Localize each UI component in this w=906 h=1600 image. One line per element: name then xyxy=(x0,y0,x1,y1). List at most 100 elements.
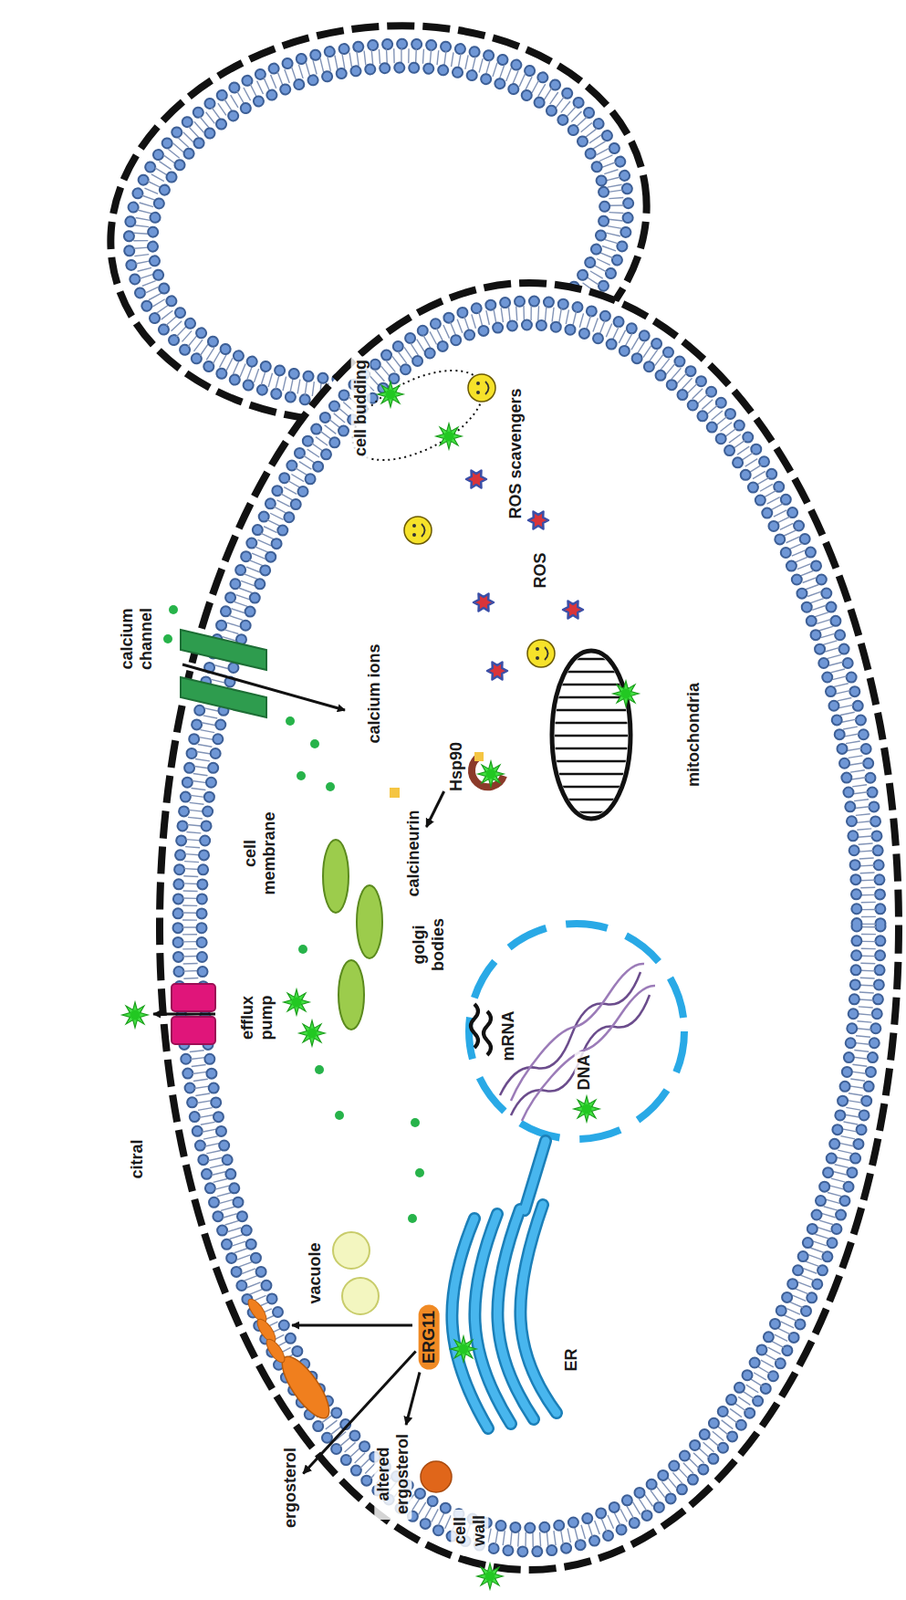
influx-arrow xyxy=(182,664,345,710)
efflux-pump xyxy=(171,983,216,1011)
dna-strands xyxy=(499,963,656,1121)
connector-arrow xyxy=(406,1372,420,1426)
ros-scavenger xyxy=(404,516,432,544)
calcium-ion xyxy=(325,781,335,792)
ros-blob xyxy=(466,469,487,488)
part-label: golgi bodies xyxy=(409,914,448,975)
calcium-ion xyxy=(310,739,320,749)
endoplasmic-reticulum xyxy=(451,1140,557,1428)
part-label: efflux pump xyxy=(238,989,276,1046)
membrane-heads xyxy=(177,301,881,1552)
citral-star xyxy=(573,1095,600,1122)
er-sheet xyxy=(451,1140,557,1428)
part-label: ER xyxy=(562,1344,582,1375)
protein-label-box: calcineurin xyxy=(404,806,424,900)
membrane-heads xyxy=(177,301,881,1552)
enzyme-box: ERG11 xyxy=(418,1304,440,1370)
citral-star xyxy=(613,680,639,707)
mrna-strand xyxy=(470,1003,479,1048)
golgi-body xyxy=(356,885,383,959)
vacuole xyxy=(333,1231,370,1269)
ergosterol-shape xyxy=(262,1335,288,1365)
golgi-bodies xyxy=(322,839,383,1030)
calcineurin-symbol xyxy=(474,751,484,761)
citral-star xyxy=(299,1020,325,1046)
ros-scavenger xyxy=(527,639,555,667)
membrane-tails xyxy=(189,312,869,1540)
calcium-ion xyxy=(314,1064,324,1074)
efflux-pump xyxy=(171,1016,216,1044)
connectors xyxy=(302,791,444,1473)
part-label: cell membrane xyxy=(240,807,279,899)
ros-blob xyxy=(487,661,508,679)
ros-blob xyxy=(562,600,584,618)
calcium-ion xyxy=(407,1213,417,1223)
budding-outline xyxy=(338,352,498,480)
calcium-ion xyxy=(296,770,306,781)
vacuole xyxy=(342,1277,379,1314)
ros-blob xyxy=(528,510,549,529)
citral-star xyxy=(122,1001,148,1028)
mrna-symbol xyxy=(470,1003,491,1055)
calcium-ions xyxy=(163,604,425,1223)
mitochondrion-cristae xyxy=(547,658,639,813)
calcium-ion xyxy=(298,944,308,954)
part-label: ROS xyxy=(531,549,551,592)
node-text: ergosterol xyxy=(281,1447,301,1529)
efflux-arrow xyxy=(153,1012,216,1016)
protein-label-box: Hsp90 xyxy=(447,739,467,795)
part-label: citral xyxy=(127,1135,147,1182)
part-label: ROS scavengers xyxy=(506,385,526,522)
calcium-ion xyxy=(168,604,178,615)
dna-strand xyxy=(510,963,645,1101)
calcium-ion xyxy=(334,1110,344,1120)
golgi-body xyxy=(322,839,349,913)
membrane-heads xyxy=(201,324,857,1528)
calcium-ion xyxy=(285,716,295,726)
nucleus-envelope xyxy=(468,923,685,1139)
mother-cell xyxy=(159,282,899,1570)
node-text: Hsp90 xyxy=(447,741,467,792)
part-label: vacuole xyxy=(305,1239,325,1307)
part-label: calcium ions xyxy=(364,640,385,747)
dna-strand xyxy=(510,994,650,1115)
ros-scavenger xyxy=(468,374,496,402)
calcineurin-symbol xyxy=(389,787,400,798)
calcium-channel xyxy=(180,629,267,670)
part-label: calcium channel xyxy=(117,600,156,678)
part-label: cell budding xyxy=(351,356,371,460)
molecule-label-box: ergosterol xyxy=(281,1444,301,1531)
part-label: DNA xyxy=(574,1051,594,1094)
er-outline xyxy=(451,1140,557,1428)
golgi-body xyxy=(338,959,365,1030)
altered-ergosterol-shape xyxy=(420,1460,452,1492)
citral-star xyxy=(283,989,310,1015)
molecule-label-box: altered ergosterol xyxy=(374,1427,412,1520)
ros-scavenger xyxy=(468,374,496,402)
cell-wall xyxy=(159,282,899,1570)
citral-star xyxy=(377,381,404,407)
calcium-ion xyxy=(415,1167,425,1177)
ros-scavenger xyxy=(404,516,432,544)
membrane-heads xyxy=(201,324,857,1528)
connector-arrow xyxy=(426,791,444,827)
dna-strand xyxy=(499,971,641,1095)
part-label: cell wall xyxy=(450,1509,489,1552)
part-label: mRNA xyxy=(499,1007,519,1064)
node-text: altered ergosterol xyxy=(374,1430,412,1517)
node-text: calcineurin xyxy=(404,809,424,897)
citral-star xyxy=(436,423,462,449)
calcium-ion xyxy=(163,634,173,644)
citral-star xyxy=(478,760,504,787)
synthesis-arrow xyxy=(291,1323,413,1327)
calcium-ion xyxy=(410,1117,420,1127)
mrna-strand xyxy=(483,1010,491,1055)
part-label: mitochondria xyxy=(684,679,704,791)
node-text: ERG11 xyxy=(419,1310,439,1365)
citral-star xyxy=(450,1335,477,1362)
ros-blob xyxy=(473,593,494,611)
citral-star xyxy=(477,1562,503,1589)
